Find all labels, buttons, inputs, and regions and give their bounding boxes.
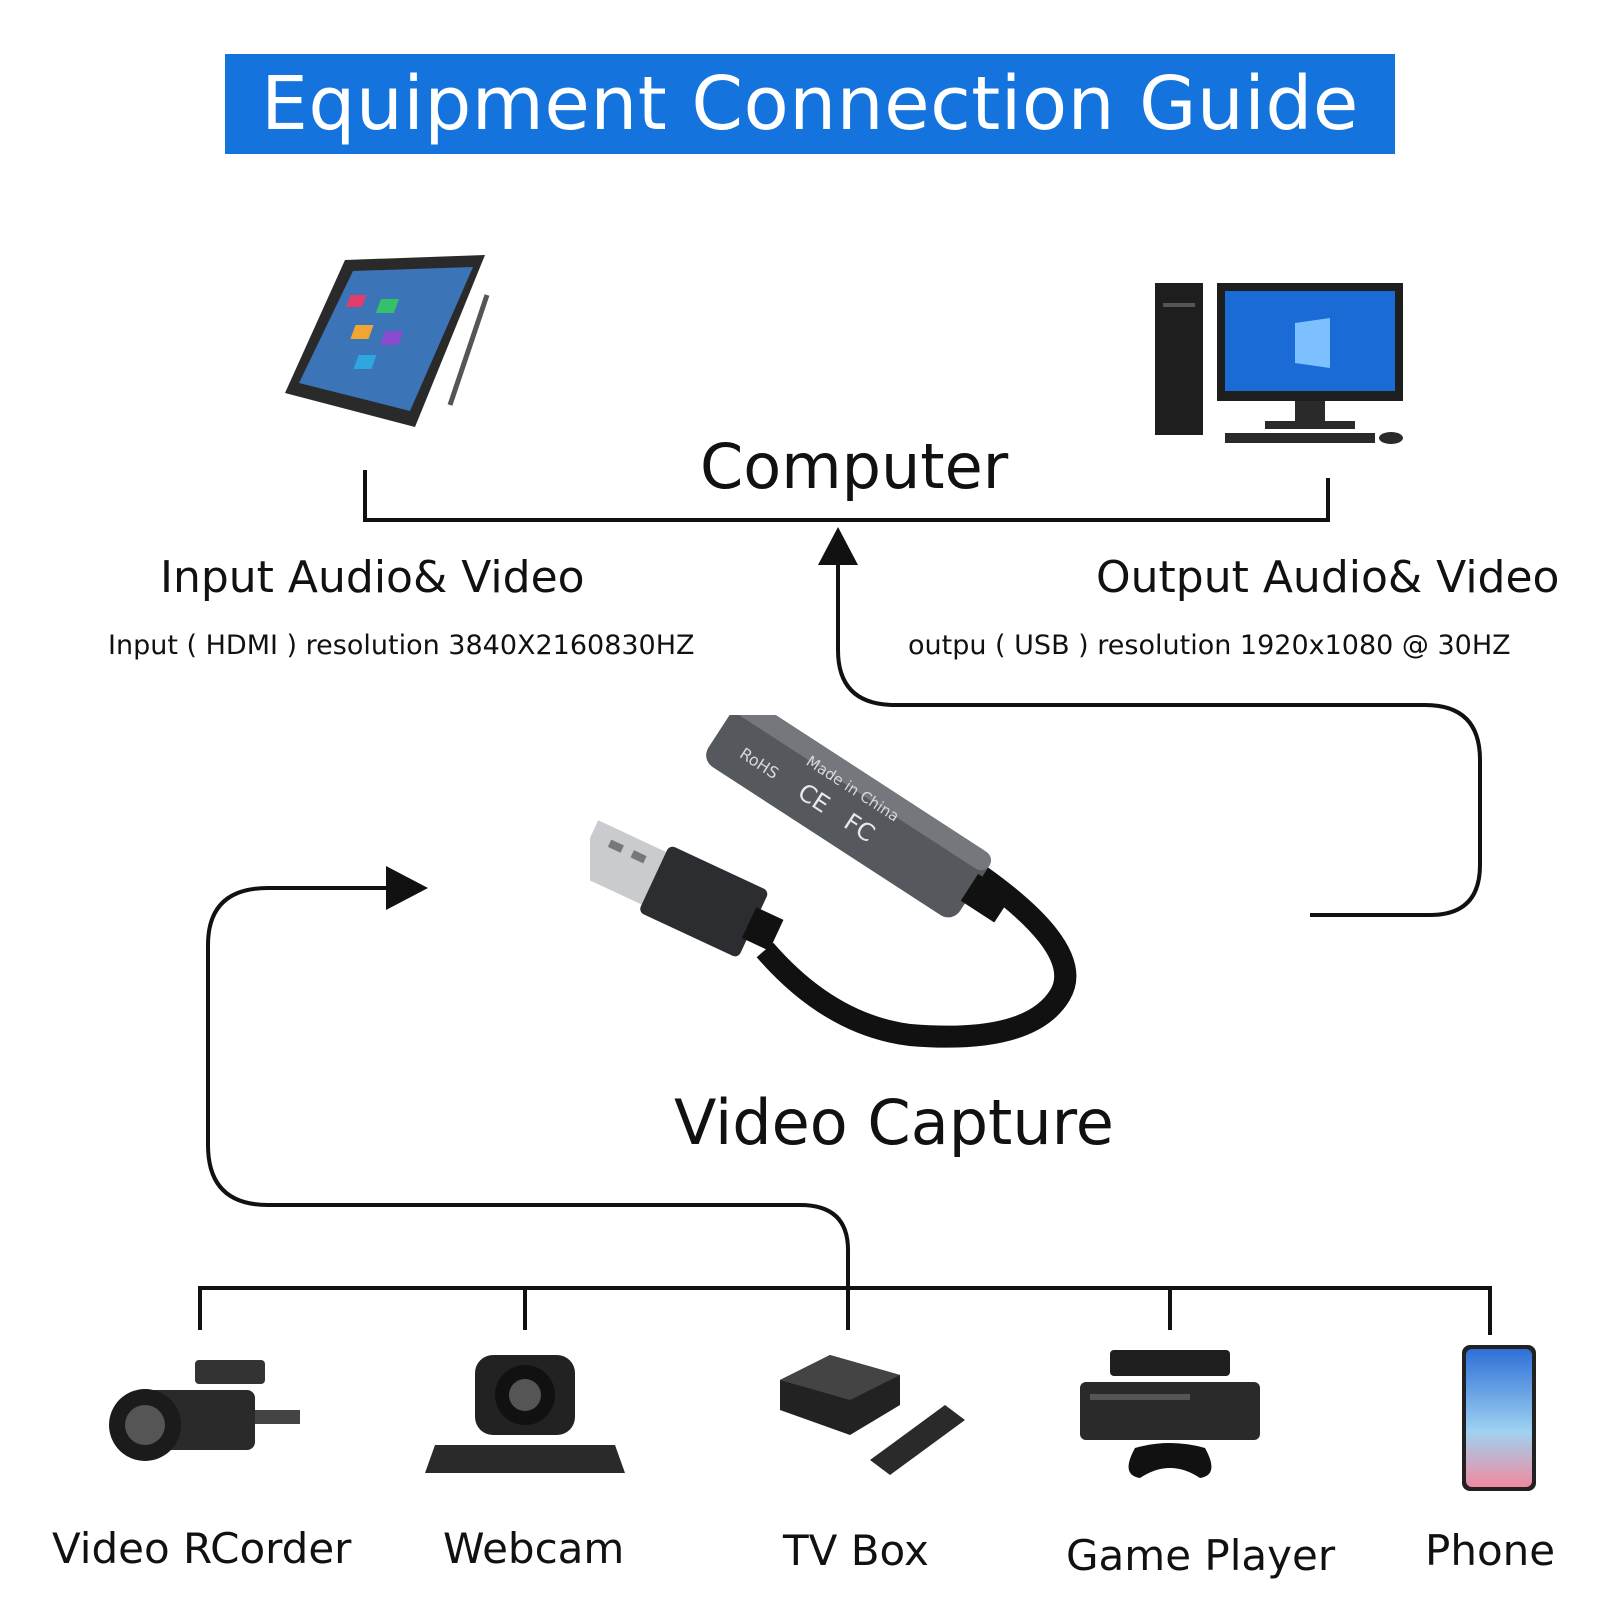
- title-banner: Equipment Connection Guide: [225, 54, 1395, 154]
- computer-label: Computer: [700, 430, 1009, 503]
- usb-capture-dongle-icon: RoHS Made in China CE FC: [573, 697, 1090, 1069]
- input-detail: Input ( HDMI ) resolution 3840X2160830HZ: [108, 630, 695, 661]
- input-heading: Input Audio& Video: [160, 552, 585, 603]
- tablet-icon: [285, 255, 515, 439]
- device-label-webcam: Webcam: [443, 1524, 625, 1573]
- arrow-right-to-capture: [386, 866, 428, 910]
- device-label-phone: Phone: [1425, 1526, 1556, 1575]
- output-heading: Output Audio& Video: [1096, 552, 1560, 603]
- device-label-video-recorder: Video RCorder: [52, 1524, 352, 1573]
- output-path-line: [836, 565, 1482, 917]
- computer-bracket-line: [363, 470, 1330, 522]
- output-detail: outpu ( USB ) resolution 1920x1080 @ 30H…: [908, 630, 1511, 661]
- arrow-up-to-computer: [818, 527, 858, 565]
- game-console-icon: [1080, 1350, 1265, 1484]
- device-label-tv-box: TV Box: [783, 1526, 929, 1575]
- capture-label: Video Capture: [674, 1086, 1114, 1159]
- camcorder-icon: [105, 1350, 305, 1484]
- device-label-game-player: Game Player: [1066, 1531, 1336, 1580]
- page-title: Equipment Connection Guide: [261, 61, 1359, 147]
- device-bus-line: [198, 1286, 1492, 1335]
- webcam-icon: [425, 1355, 625, 1484]
- phone-icon: [1460, 1345, 1540, 1499]
- input-path-line: [206, 886, 850, 1330]
- tv-box-icon: [770, 1350, 970, 1484]
- desktop-pc-icon: [1155, 283, 1405, 452]
